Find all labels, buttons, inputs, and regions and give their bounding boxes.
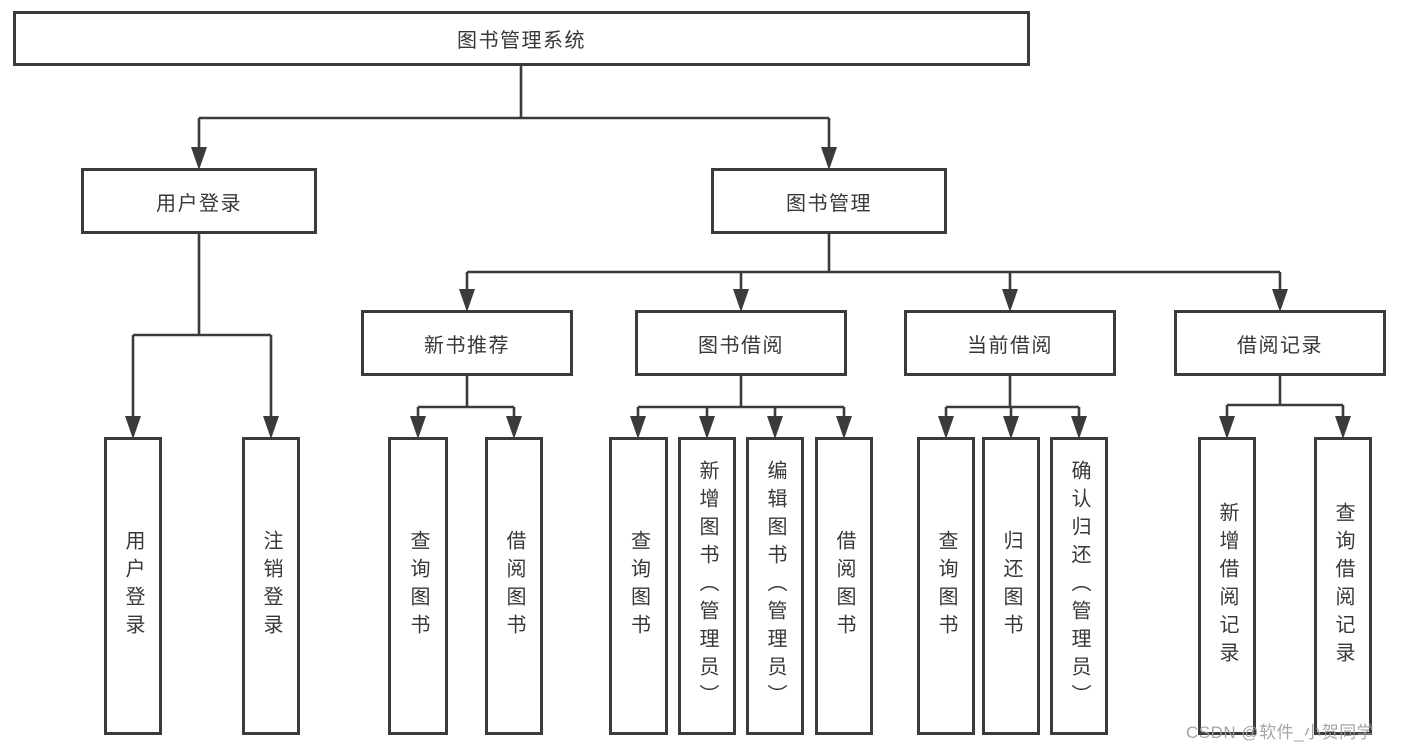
node-book-borrow: 图书借阅 (635, 310, 847, 376)
leaf-label: 查询图书 (407, 530, 429, 642)
node-label: 新书推荐 (424, 334, 510, 357)
leaf-label: 借阅图书 (503, 530, 525, 642)
leaf-label: 注销登录 (260, 530, 282, 642)
leaf-label: 新增借阅记录 (1216, 502, 1238, 670)
leaf-label: 查询借阅记录 (1332, 502, 1354, 670)
node-label: 当前借阅 (967, 334, 1053, 357)
leaf-confirm-return-admin: 确认归还（管理员） (1050, 437, 1108, 735)
leaf-query-books-recommend: 查询图书 (388, 437, 448, 735)
connector-current-borrow-children (938, 376, 1087, 439)
leaf-user-login: 用户登录 (104, 437, 162, 735)
node-label: 图书借阅 (698, 334, 784, 357)
node-current-borrow: 当前借阅 (904, 310, 1116, 376)
leaf-label: 查询图书 (627, 530, 650, 642)
leaf-borrow-books: 借阅图书 (815, 437, 873, 735)
csdn-watermark: CSDN @软件_小贺同学 (1186, 723, 1375, 742)
node-label: 图书管理系统 (457, 30, 586, 52)
leaf-borrow-books-recommend: 借阅图书 (485, 437, 543, 735)
node-borrow-records: 借阅记录 (1174, 310, 1386, 376)
leaf-query-books-borrow: 查询图书 (609, 437, 668, 735)
connector-new-book-recommend-children (410, 376, 522, 439)
node-label: 用户登录 (156, 192, 242, 215)
node-label: 图书管理 (786, 192, 872, 215)
node-user-login: 用户登录 (81, 168, 317, 234)
node-label: 借阅记录 (1237, 334, 1323, 357)
connector-user-login-children (125, 234, 279, 439)
leaf-label: 借阅图书 (833, 530, 855, 642)
node-book-management: 图书管理 (711, 168, 947, 234)
leaf-return-book: 归还图书 (982, 437, 1040, 735)
leaf-query-borrow-record: 查询借阅记录 (1314, 437, 1372, 735)
leaf-label: 归还图书 (1000, 530, 1022, 642)
leaf-label: 确认归还（管理员） (1068, 460, 1090, 712)
leaf-add-book-admin: 新增图书（管理员） (678, 437, 736, 735)
leaf-label: 编辑图书（管理员） (764, 460, 786, 712)
connector-root-to-level2 (191, 66, 837, 170)
leaf-label: 用户登录 (122, 530, 144, 642)
leaf-label: 查询图书 (935, 530, 957, 642)
leaf-edit-book-admin: 编辑图书（管理员） (746, 437, 804, 735)
node-new-book-recommend: 新书推荐 (361, 310, 573, 376)
leaf-label: 新增图书（管理员） (696, 460, 718, 712)
leaf-add-borrow-record: 新增借阅记录 (1198, 437, 1256, 735)
connector-borrow-records-children (1219, 376, 1351, 439)
connector-book-management-children (459, 234, 1288, 312)
connector-book-borrow-children (630, 376, 852, 439)
leaf-query-books-current: 查询图书 (917, 437, 975, 735)
leaf-logout: 注销登录 (242, 437, 300, 735)
node-root-library-system: 图书管理系统 (13, 11, 1030, 66)
